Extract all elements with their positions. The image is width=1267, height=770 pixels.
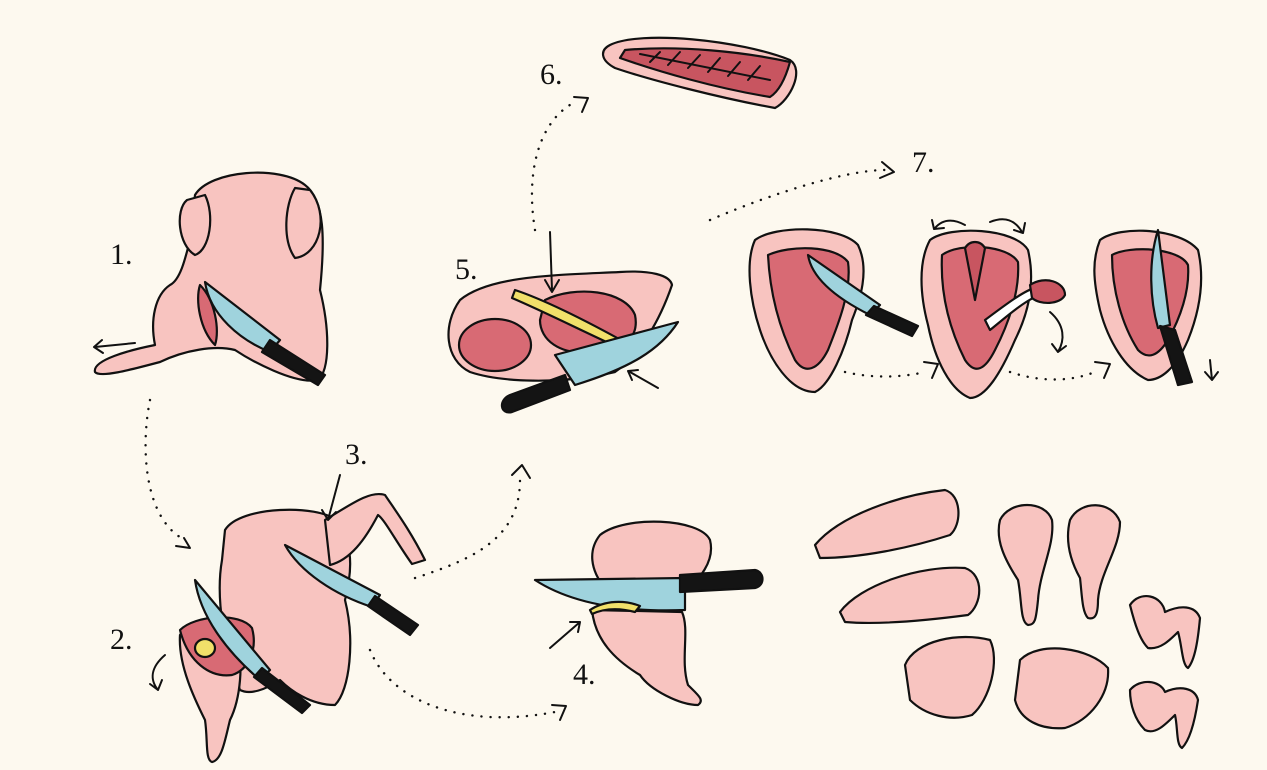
cut-thigh-1	[905, 637, 994, 718]
arrow-icon	[932, 220, 965, 229]
drumstick-piece	[592, 610, 701, 705]
arrow-icon	[990, 219, 1025, 233]
arrow-icon	[550, 622, 580, 648]
step-label-5: 5.	[455, 255, 478, 285]
arrow-icon	[1205, 360, 1218, 380]
cut-wing-2	[1130, 682, 1198, 748]
step-4-illustration	[535, 522, 763, 705]
path-3-to-5	[415, 480, 520, 578]
cut-drumstick-2	[1068, 505, 1120, 618]
step-label-3: 3.	[345, 440, 368, 470]
cut-wing-1	[1130, 596, 1200, 668]
path-7a-to-7b	[845, 372, 925, 377]
path-5-to-6	[532, 102, 575, 230]
finished-cuts	[815, 490, 1200, 748]
step-label-2: 2.	[110, 625, 133, 655]
arrow-icon	[150, 655, 165, 690]
path-7b-to-7c	[1010, 372, 1095, 380]
path-3-to-4	[370, 650, 555, 717]
bird-wing-left	[180, 195, 210, 255]
joint-socket	[195, 639, 215, 657]
path-5-to-7	[710, 170, 885, 220]
cut-drumstick-1	[999, 505, 1053, 625]
arrow-icon	[545, 232, 559, 292]
path-1-to-2	[146, 400, 185, 540]
cut-thigh-2	[1015, 648, 1108, 728]
step-label-7: 7.	[912, 148, 935, 178]
step-label-6: 6.	[540, 60, 563, 90]
step-5-illustration	[449, 232, 678, 412]
step-1-illustration	[94, 173, 327, 385]
cut-breast-1	[815, 490, 958, 558]
cut-breast-2	[840, 568, 979, 623]
arrow-icon	[1050, 312, 1066, 352]
arrow-icon	[628, 370, 658, 388]
step-6-illustration	[603, 38, 796, 108]
step-label-4: 4.	[573, 660, 596, 690]
breast-inner-left	[459, 319, 531, 371]
wing-raised	[325, 494, 425, 565]
step-2-3-illustration	[150, 475, 425, 762]
step-label-1: 1.	[110, 240, 133, 270]
step-7-illustration	[750, 219, 1218, 398]
